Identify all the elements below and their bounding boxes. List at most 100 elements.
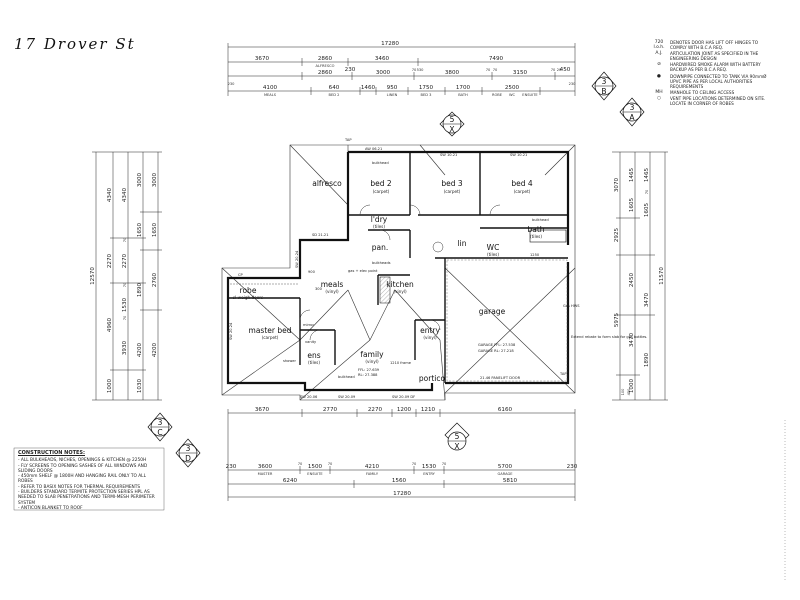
section-marker-3c: 3 C — [147, 412, 173, 442]
garage-slab — [446, 259, 568, 382]
bot-r2-4: 70 — [328, 462, 333, 466]
room-wc-sub: (tiles) — [487, 252, 499, 257]
top-dim-r3-2: 1460 — [361, 85, 376, 91]
legend-row-4: MH MANHOLE TO CEILING ACCESS — [652, 90, 770, 95]
legend-sym-1: A.J. — [655, 51, 663, 57]
top-sub-wc: WC — [509, 93, 516, 97]
legend-row-5: ○ VENT PIPE LOCATIONS DETERMINED ON SITE… — [652, 96, 770, 106]
top-dim-r1-3: 7490 — [489, 56, 504, 62]
room-bath: bath — [527, 225, 544, 234]
legend-text-2: HARDWIRED SMOKE ALARM WITH BATTERY BACKU… — [670, 62, 761, 73]
room-bed4: bed 4 — [511, 179, 533, 188]
room-entry: entry — [420, 326, 440, 335]
sw-bottom-1: SW 20.09 — [338, 395, 356, 399]
top-dim-r3-5: 1700 — [456, 85, 471, 91]
sw-master: SW 20.24 — [229, 322, 233, 340]
right-overall: 11570 — [659, 267, 665, 285]
room-family: family — [360, 350, 384, 359]
section-marker-3b: 3 B — [591, 71, 617, 101]
room-robe-sub: sl-weigh doors — [233, 295, 263, 300]
right-c3-3: 3470 — [644, 292, 650, 307]
legend-sym-0: 720 l.o.h. — [653, 40, 665, 51]
room-bed2-sub: (carpet) — [373, 189, 390, 194]
vent-pipe-icon: ○ — [657, 95, 661, 101]
right-c4-1: 450 — [627, 388, 631, 396]
top-dim-r1-0: 3670 — [255, 56, 270, 62]
address-text: 17 Drover St — [14, 35, 136, 53]
vanity-label: vanity — [305, 340, 317, 344]
bot-sub-ensuite: ENSUITE — [307, 472, 323, 476]
right-c3-2: 1605 — [644, 202, 650, 217]
room-master-bed-sub: (carpet) — [262, 335, 279, 340]
room-alfresco: alfresco — [312, 179, 342, 188]
left-c1-3: 1000 — [107, 378, 113, 393]
top-dim-r2-2: 3000 — [376, 70, 391, 76]
left-c4-0: 3000 — [152, 172, 158, 187]
right-c2-0: 1465 — [629, 167, 635, 182]
left-c2-0: 4340 — [122, 187, 128, 202]
marker-3c-letter: C — [157, 428, 162, 437]
section-marker-5x-top: 5 X — [439, 111, 465, 137]
smoke-alarm-icon: ⊘ — [657, 62, 661, 68]
bot-r2-9: 5700 — [498, 464, 513, 470]
top-sub-ensuite: ENSUITE — [522, 93, 538, 97]
top-sub-linen: LINEN — [387, 93, 398, 97]
marker-5x-bottom-letter: X — [454, 442, 459, 451]
top-r3-small-1: 230 — [569, 82, 577, 86]
left-c3-3: 4200 — [137, 342, 143, 357]
top-dim-r2-4: 3150 — [513, 70, 528, 76]
room-ensuite: ens — [307, 351, 320, 360]
right-dimensions — [612, 151, 668, 401]
top-small-5: 20 — [557, 68, 562, 72]
bot-sub-master: MASTER — [258, 472, 273, 476]
room-kitchen: kitchen — [386, 280, 414, 289]
marker-5x-top-letter: X — [449, 125, 454, 134]
wall-1250: 1250 — [530, 253, 540, 257]
top-dim-r2-0: 2860 — [318, 70, 333, 76]
legend-text-3: DOWNPIPE CONNECTED TO TANK VIA 90mmØ UPV… — [670, 73, 767, 89]
top-sub-bath: BATH — [458, 93, 468, 97]
legend-text-5: VENT PIPE LOCATIONS DETERMINED ON SITE. … — [670, 95, 766, 107]
marker-5x-top-num: 5 — [450, 115, 455, 124]
legend-row-3: ● DOWNPIPE CONNECTED TO TANK VIA 90mmØ U… — [652, 74, 770, 89]
top-small-2: 70 — [486, 68, 491, 72]
top-dim-r3-6: 2500 — [505, 85, 520, 91]
left-c2-2: 2270 — [122, 253, 128, 268]
left-c1-2: 4960 — [107, 317, 113, 332]
extend-note: Extend rebate to form slab for gas bottl… — [571, 335, 647, 339]
section-marker-3d: 3 D — [175, 438, 201, 468]
legend: 720 l.o.h. DENOTES DOOR HAS LIFT OFF HIN… — [652, 40, 770, 107]
bot-r1-0: 3670 — [255, 407, 270, 413]
tap-right: TAP — [559, 372, 567, 376]
top-dim-r2-3: 3800 — [445, 70, 460, 76]
wall-900: 900 — [308, 270, 316, 274]
room-laundry: l'dry — [371, 215, 388, 224]
plan-annotations: TAP TAP AW 06.21 SW 10.21 SW 10.21 SD 21… — [229, 138, 647, 399]
marker-5x-bottom-num: 5 — [455, 432, 460, 441]
kitchen-bench — [379, 276, 391, 304]
bulkheads-label: bulkheads — [372, 261, 391, 265]
downpipe-icon: ● — [657, 73, 661, 79]
note-line-5: - ANTICON BLANKET TO ROOF — [18, 505, 83, 511]
marker-3c-num: 3 — [158, 418, 163, 427]
bot-r2-0: 230 — [226, 464, 237, 470]
left-c1-0: 4340 — [107, 187, 113, 202]
cp-label: CP — [238, 273, 244, 277]
right-c2-2: 2450 — [629, 272, 635, 287]
top-small-3: 70 — [493, 68, 498, 72]
top-r3-small-0: 230 — [228, 82, 236, 86]
left-c3-1: 1650 — [137, 222, 143, 237]
top-dim-r2-5: 450 — [560, 67, 571, 73]
marker-3b-num: 3 — [602, 77, 607, 86]
external-walls — [226, 150, 570, 392]
sd-label: SD 21.21 — [312, 233, 328, 237]
top-small-4: 70 — [551, 68, 556, 72]
note-line-0: - ALL BULKHEADS, NICHES, OPENINGS & KITC… — [18, 458, 147, 464]
bot-r2-8: 70 — [442, 462, 447, 466]
bottom-dimensions — [227, 409, 576, 501]
right-dim-labels: 3070 2925 5975 1465 1605 2450 3470 1000 … — [614, 167, 665, 395]
top-dim-r1-2: 3460 — [375, 56, 390, 62]
room-meals-sub: (vinyl) — [325, 289, 339, 294]
mirror-label: mirror — [303, 323, 315, 327]
